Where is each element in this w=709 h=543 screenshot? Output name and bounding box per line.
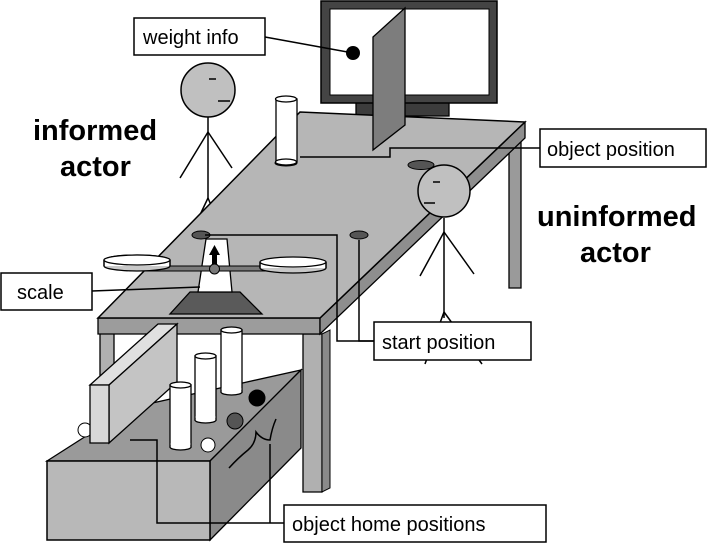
label-scale-text: scale xyxy=(17,282,64,304)
scale xyxy=(103,238,327,315)
label-object-home-positions-text: object home positions xyxy=(292,514,485,536)
leader-lines xyxy=(91,36,540,524)
label-start-position: start position xyxy=(373,321,532,361)
home-cylinder-2 xyxy=(194,352,217,424)
home-cylinder-1 xyxy=(220,326,243,396)
home-cylinder-3 xyxy=(169,381,192,451)
divider-panel xyxy=(372,6,406,152)
monitor xyxy=(320,0,498,117)
start-position-marker-right xyxy=(349,230,369,240)
informed-actor-label-line2: actor xyxy=(60,151,131,183)
home-positions-brace xyxy=(228,418,277,469)
uninformed-actor-label-line1: uninformed xyxy=(537,201,697,233)
label-weight-info-text: weight info xyxy=(142,27,239,49)
informed-actor-head xyxy=(180,62,236,118)
uninformed-actor-label-line2: actor xyxy=(580,237,651,269)
informed-actor-label-line1: informed xyxy=(33,115,157,147)
object-position-marker xyxy=(407,160,435,170)
label-object-home-positions: object home positions xyxy=(283,504,547,543)
object-on-table xyxy=(274,95,298,167)
label-start-position-text: start position xyxy=(382,332,495,354)
label-object-position: object position xyxy=(539,128,707,168)
label-object-position-text: object position xyxy=(547,139,675,161)
uninformed-actor-head xyxy=(417,164,471,218)
label-scale: scale xyxy=(0,272,93,311)
table xyxy=(96,111,527,336)
storage-box xyxy=(44,322,304,542)
label-weight-info: weight info xyxy=(133,17,266,56)
